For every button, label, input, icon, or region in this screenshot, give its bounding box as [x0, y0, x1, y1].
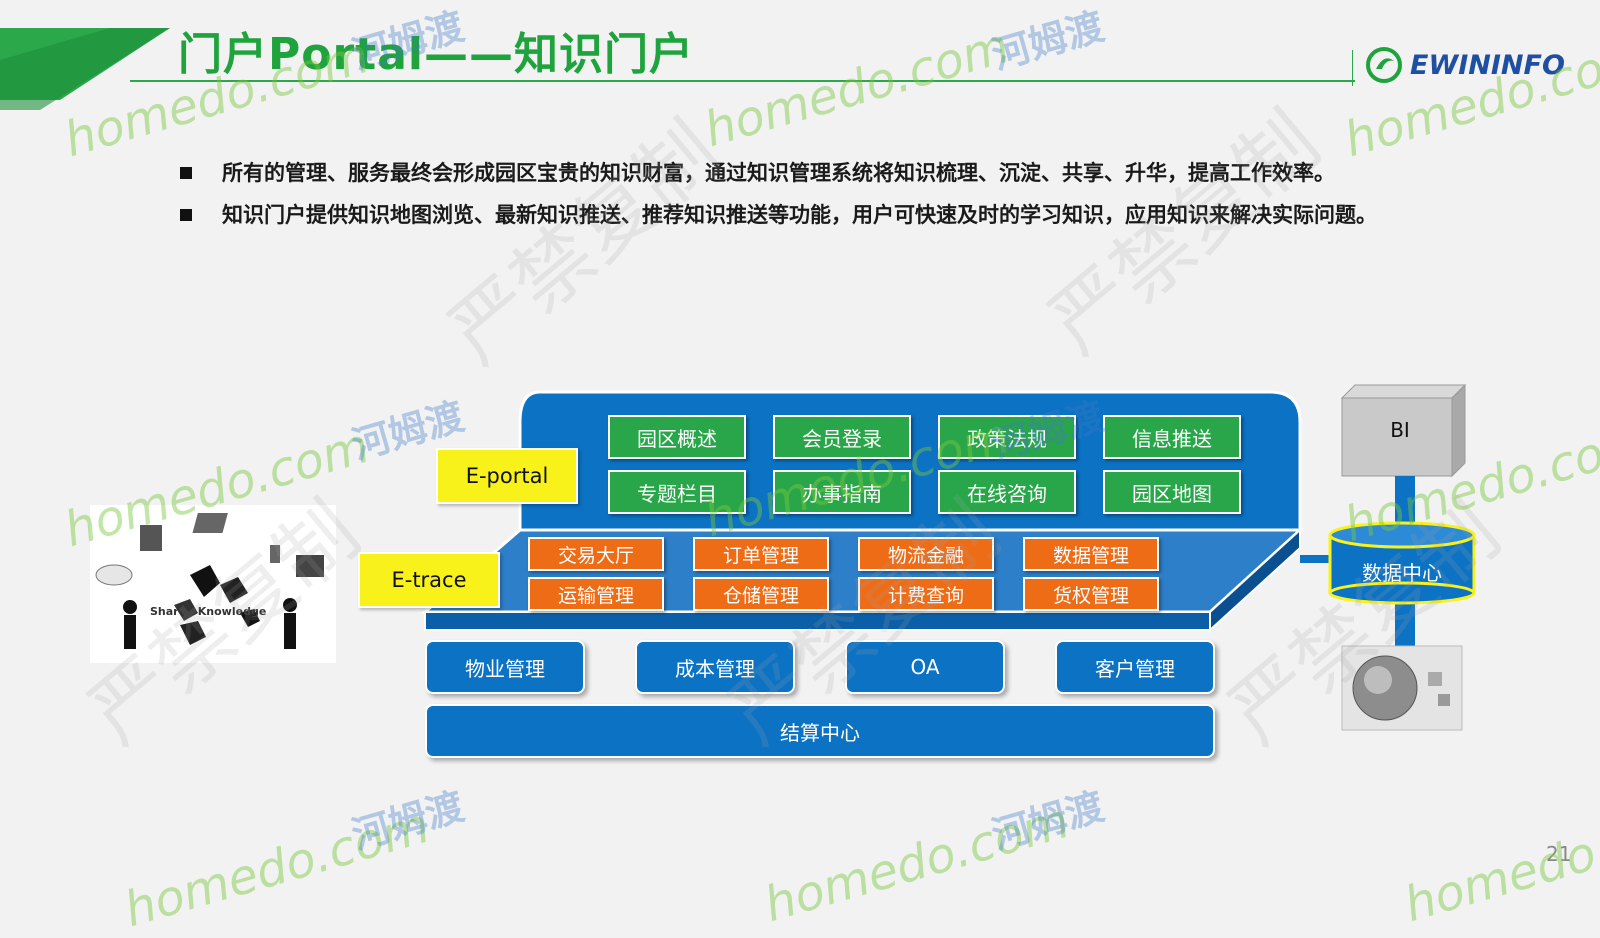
portal-module: 会员登录	[773, 415, 911, 459]
data-center-label: 数据中心	[1362, 561, 1442, 585]
trace-module: 仓储管理	[693, 577, 829, 611]
portal-module: 专题栏目	[608, 470, 746, 514]
shared-knowledge-label: Shared Knowledge	[150, 605, 267, 618]
trace-module: 交易大厅	[528, 537, 664, 571]
base-module: OA	[845, 640, 1005, 694]
base-module: 客户管理	[1055, 640, 1215, 694]
trace-module: 货权管理	[1023, 577, 1159, 611]
shared-knowledge-image: Shared Knowledge	[90, 505, 336, 663]
portal-module: 园区概述	[608, 415, 746, 459]
bullet-item: 所有的管理、服务最终会形成园区宝贵的知识财富，通过知识管理系统将知识梳理、沉淀、…	[178, 152, 1418, 194]
trace-platform-edge	[424, 611, 1211, 631]
trace-module: 运输管理	[528, 577, 664, 611]
connector-line	[1300, 555, 1340, 563]
trace-module: 数据管理	[1023, 537, 1159, 571]
logo-text: EWININFO	[1410, 49, 1565, 81]
bi-cube-side	[1451, 383, 1466, 478]
page-title: 门户Portal——知识门户	[178, 29, 694, 80]
logo-swirl-icon	[1366, 47, 1402, 83]
eportal-label: E-portal	[436, 448, 578, 504]
bullet-text: 知识门户提供知识地图浏览、最新知识推送、推荐知识推送等功能，用户可快速及时的学习…	[222, 203, 1377, 227]
pipe-dc-globe	[1395, 602, 1415, 646]
base-module: 成本管理	[635, 640, 795, 694]
settlement-center: 结算中心	[425, 704, 1215, 758]
square-bullet-icon	[180, 209, 192, 221]
portal-module: 政策法规	[938, 415, 1076, 459]
portal-module: 在线咨询	[938, 470, 1076, 514]
portal-module: 办事指南	[773, 470, 911, 514]
dc-cylinder-top	[1328, 521, 1476, 549]
bullet-list: 所有的管理、服务最终会形成园区宝贵的知识财富，通过知识管理系统将知识梳理、沉淀、…	[178, 152, 1418, 236]
bullet-text: 所有的管理、服务最终会形成园区宝贵的知识财富，通过知识管理系统将知识梳理、沉淀、…	[222, 161, 1335, 185]
trace-module: 物流金融	[858, 537, 994, 571]
square-bullet-icon	[180, 167, 192, 179]
title-underline	[130, 80, 1355, 82]
header-accent-shape	[0, 28, 170, 110]
portal-module: 信息推送	[1103, 415, 1241, 459]
page-number: 21	[1546, 842, 1572, 866]
bi-label: BI	[1390, 418, 1410, 442]
bullet-item: 知识门户提供知识地图浏览、最新知识推送、推荐知识推送等功能，用户可快速及时的学习…	[178, 194, 1418, 236]
architecture-diagram: E-portal E-trace 园区概述 会员登录 政策法规 信息推送 专题栏…	[90, 383, 1476, 758]
trace-module: 计费查询	[858, 577, 994, 611]
portal-module: 园区地图	[1103, 470, 1241, 514]
base-module: 物业管理	[425, 640, 585, 694]
bi-cube-top	[1340, 384, 1467, 399]
pipe-bi-dc	[1395, 476, 1415, 524]
company-logo: EWININFO	[1366, 47, 1565, 83]
trace-module: 订单管理	[693, 537, 829, 571]
puzzle-people-icon	[95, 513, 324, 649]
logo-divider	[1352, 50, 1353, 86]
etrace-label: E-trace	[358, 552, 500, 608]
trace-platform-side	[1209, 527, 1301, 633]
dc-cylinder-bottom	[1328, 581, 1476, 605]
